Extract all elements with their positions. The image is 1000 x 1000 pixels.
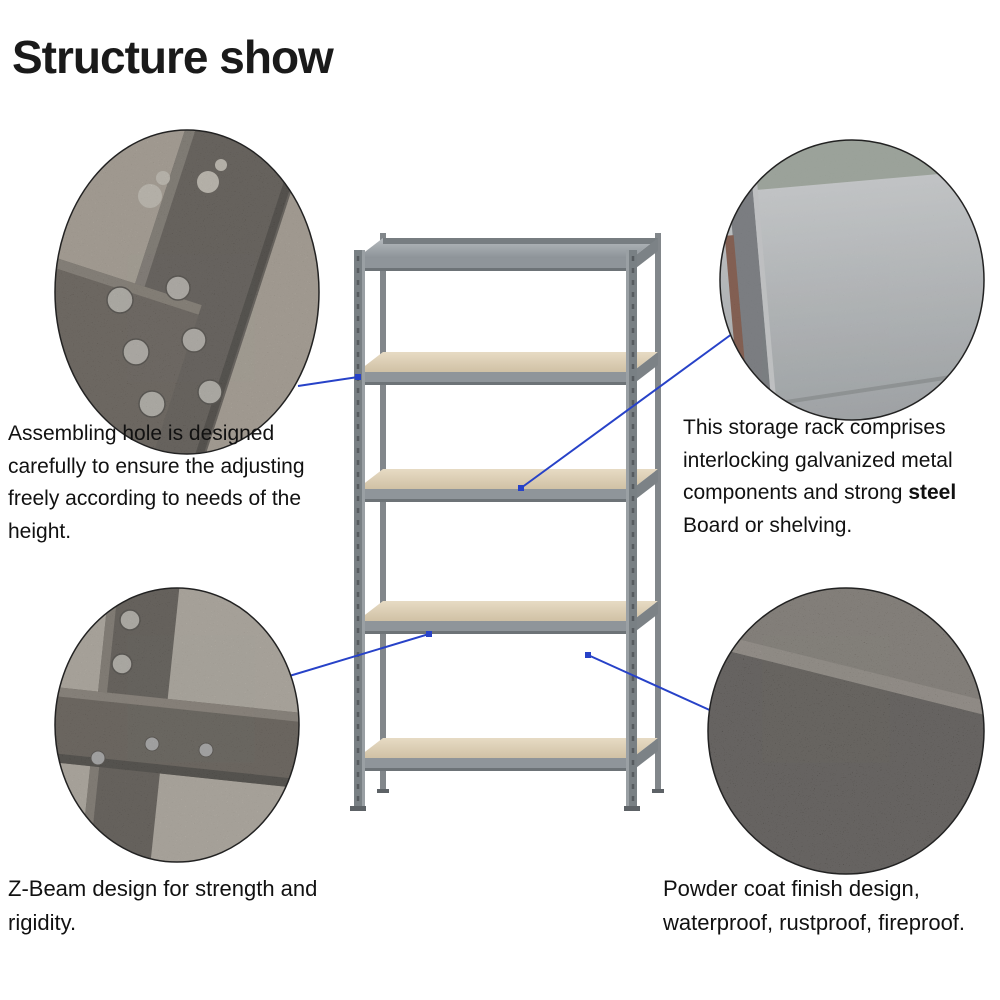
rack-front-post-left [350,250,366,811]
rack-back-foot-left [377,789,389,793]
connector-assembling-hole [297,376,359,387]
rack-back-post-left [380,233,386,791]
annotation-assembling-hole: Assembling hole is designed carefully to… [8,422,305,543]
rack-shelf-2 [357,352,658,385]
rack-shelf-3 [357,469,658,502]
annotation-galvanized: This storage rack comprises interlocking… [683,412,995,542]
rack-shelf-4 [357,601,658,634]
page-title: Structure show [12,31,334,83]
rack-front-post-right [624,250,640,811]
annotation-galvanized-text-before: This storage rack comprises interlocking… [683,416,953,505]
connector-powder-coat [587,654,715,713]
connector-z-beam [265,633,430,684]
annotation-galvanized-bold-word: steel [908,481,957,505]
callout-powder-coat-photo [707,587,985,875]
annotation-galvanized-text-after: Board or shelving. [683,513,853,537]
callout-assembling-hole-photo [54,129,320,455]
annotation-z-beam: Z-Beam design for strength and rigidity. [8,876,318,936]
connector-lines [265,330,737,713]
rack-illustration [350,233,664,811]
callout-galvanized-sheet-photo [719,139,985,421]
rack-back-post-right [655,233,661,791]
annotation-powder-coat: Powder coat finish design, waterproof, r… [663,876,966,936]
rack-shelf-5 [357,738,658,771]
callout-z-beam-photo [54,587,300,863]
connector-endpoints [355,374,591,658]
connector-galvanized [520,330,737,489]
rack-back-foot-right [652,789,664,793]
rack-shelf-1 [357,238,658,271]
